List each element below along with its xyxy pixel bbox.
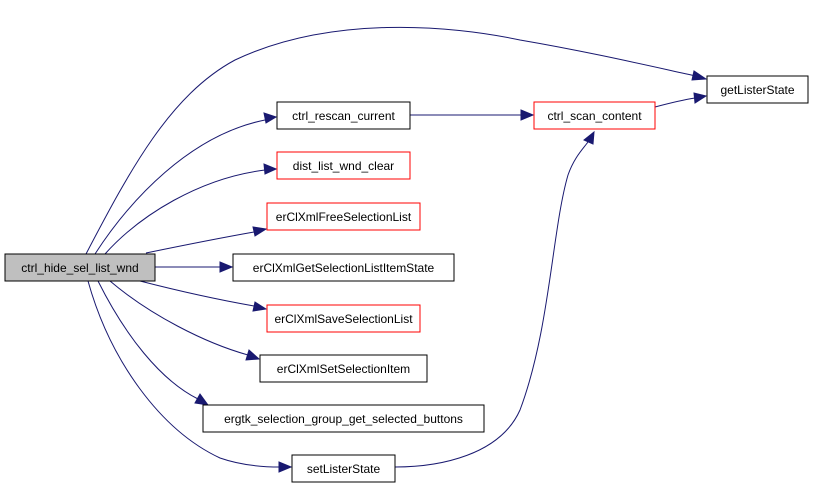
- arrowhead-setListerState: [278, 461, 293, 473]
- node-ctrl_scan_content[interactable]: ctrl_scan_content: [533, 101, 656, 130]
- node-label-erClXmlSetSelectionItem: erClXmlSetSelectionItem: [277, 362, 410, 376]
- edge-root-to-erClXmlFreeSelectionList: [145, 231, 255, 254]
- node-label-erClXmlFreeSelectionList: erClXmlFreeSelectionList: [276, 210, 412, 224]
- node-label-ctrl_rescan_current: ctrl_rescan_current: [292, 109, 395, 123]
- arrowhead-erClXmlFreeSelectionList: [252, 226, 268, 237]
- edge-root-to-erClXmlSetSelectionItem: [109, 280, 249, 356]
- arrowhead-getListerState-from-ctrl_scan_content: [693, 92, 708, 104]
- node-box-erClXmlSetSelectionItem: [259, 354, 428, 383]
- arrowhead-ctrl_scan_content-from-setListerState: [583, 130, 595, 145]
- node-ergtk_selection_group_get_selected_buttons[interactable]: ergtk_selection_group_get_selected_butto…: [202, 404, 485, 433]
- edge-setListerState-to-ctrl_scan_content: [394, 141, 589, 468]
- node-box-setListerState: [291, 454, 396, 483]
- node-box-getListerState: [706, 75, 809, 104]
- arrowhead-dist_list_wnd_clear: [263, 163, 278, 175]
- arrowhead-ctrl_scan_content-from-ctrl_rescan_current: [520, 109, 535, 121]
- node-box-erClXmlSaveSelectionList: [266, 304, 421, 333]
- node-box-ctrl_scan_content: [533, 101, 656, 130]
- node-label-getListerState: getListerState: [720, 83, 794, 97]
- node-root[interactable]: ctrl_hide_sel_list_wnd: [4, 253, 156, 282]
- node-label-ergtk_selection_group_get_selected_buttons: ergtk_selection_group_get_selected_butto…: [224, 412, 463, 426]
- arrowhead-ctrl_rescan_current: [263, 112, 278, 124]
- arrowhead-erClXmlSetSelectionItem: [245, 349, 261, 361]
- node-box-root: [4, 253, 156, 282]
- node-label-root: ctrl_hide_sel_list_wnd: [21, 261, 138, 275]
- node-label-erClXmlSaveSelectionList: erClXmlSaveSelectionList: [274, 312, 413, 326]
- node-box-dist_list_wnd_clear: [276, 151, 411, 180]
- node-box-ctrl_rescan_current: [276, 101, 411, 130]
- node-dist_list_wnd_clear[interactable]: dist_list_wnd_clear: [276, 151, 411, 180]
- node-box-erClXmlGetSelectionListItemState: [232, 253, 455, 282]
- node-erClXmlSetSelectionItem[interactable]: erClXmlSetSelectionItem: [259, 354, 428, 383]
- node-setListerState[interactable]: setListerState: [291, 454, 396, 483]
- node-label-setListerState: setListerState: [307, 462, 381, 476]
- arrowhead-erClXmlGetSelectionListItemState: [219, 261, 234, 273]
- node-erClXmlSaveSelectionList[interactable]: erClXmlSaveSelectionList: [266, 304, 421, 333]
- edge-root-to-ctrl_rescan_current: [94, 119, 266, 255]
- edge-ctrl_scan_content-to-getListerState: [654, 97, 696, 108]
- node-label-dist_list_wnd_clear: dist_list_wnd_clear: [293, 159, 394, 173]
- edges: [85, 26, 708, 473]
- node-label-ctrl_scan_content: ctrl_scan_content: [547, 109, 642, 123]
- node-label-erClXmlGetSelectionListItemState: erClXmlGetSelectionListItemState: [253, 261, 435, 275]
- arrowhead-ergtk_selection_group_get_selected_buttons: [194, 393, 210, 406]
- edge-root-to-setListerState: [87, 280, 281, 468]
- edge-root-to-dist_list_wnd_clear: [104, 169, 266, 255]
- node-erClXmlFreeSelectionList[interactable]: erClXmlFreeSelectionList: [266, 202, 421, 231]
- node-box-erClXmlFreeSelectionList: [266, 202, 421, 231]
- node-box-ergtk_selection_group_get_selected_buttons: [202, 404, 485, 433]
- edge-root-to-erClXmlSaveSelectionList: [139, 280, 255, 307]
- edge-root-to-ergtk_selection_group_get_selected_buttons: [97, 280, 199, 400]
- arrowhead-erClXmlSaveSelectionList: [252, 301, 268, 312]
- nodes: ctrl_hide_sel_list_wnd ctrl_rescan_curre…: [4, 75, 809, 483]
- arrowhead-getListerState-from-root: [691, 70, 708, 81]
- edge-root-to-getListerState: [85, 26, 697, 255]
- node-getListerState[interactable]: getListerState: [706, 75, 809, 104]
- node-ctrl_rescan_current[interactable]: ctrl_rescan_current: [276, 101, 411, 130]
- node-erClXmlGetSelectionListItemState[interactable]: erClXmlGetSelectionListItemState: [232, 253, 455, 282]
